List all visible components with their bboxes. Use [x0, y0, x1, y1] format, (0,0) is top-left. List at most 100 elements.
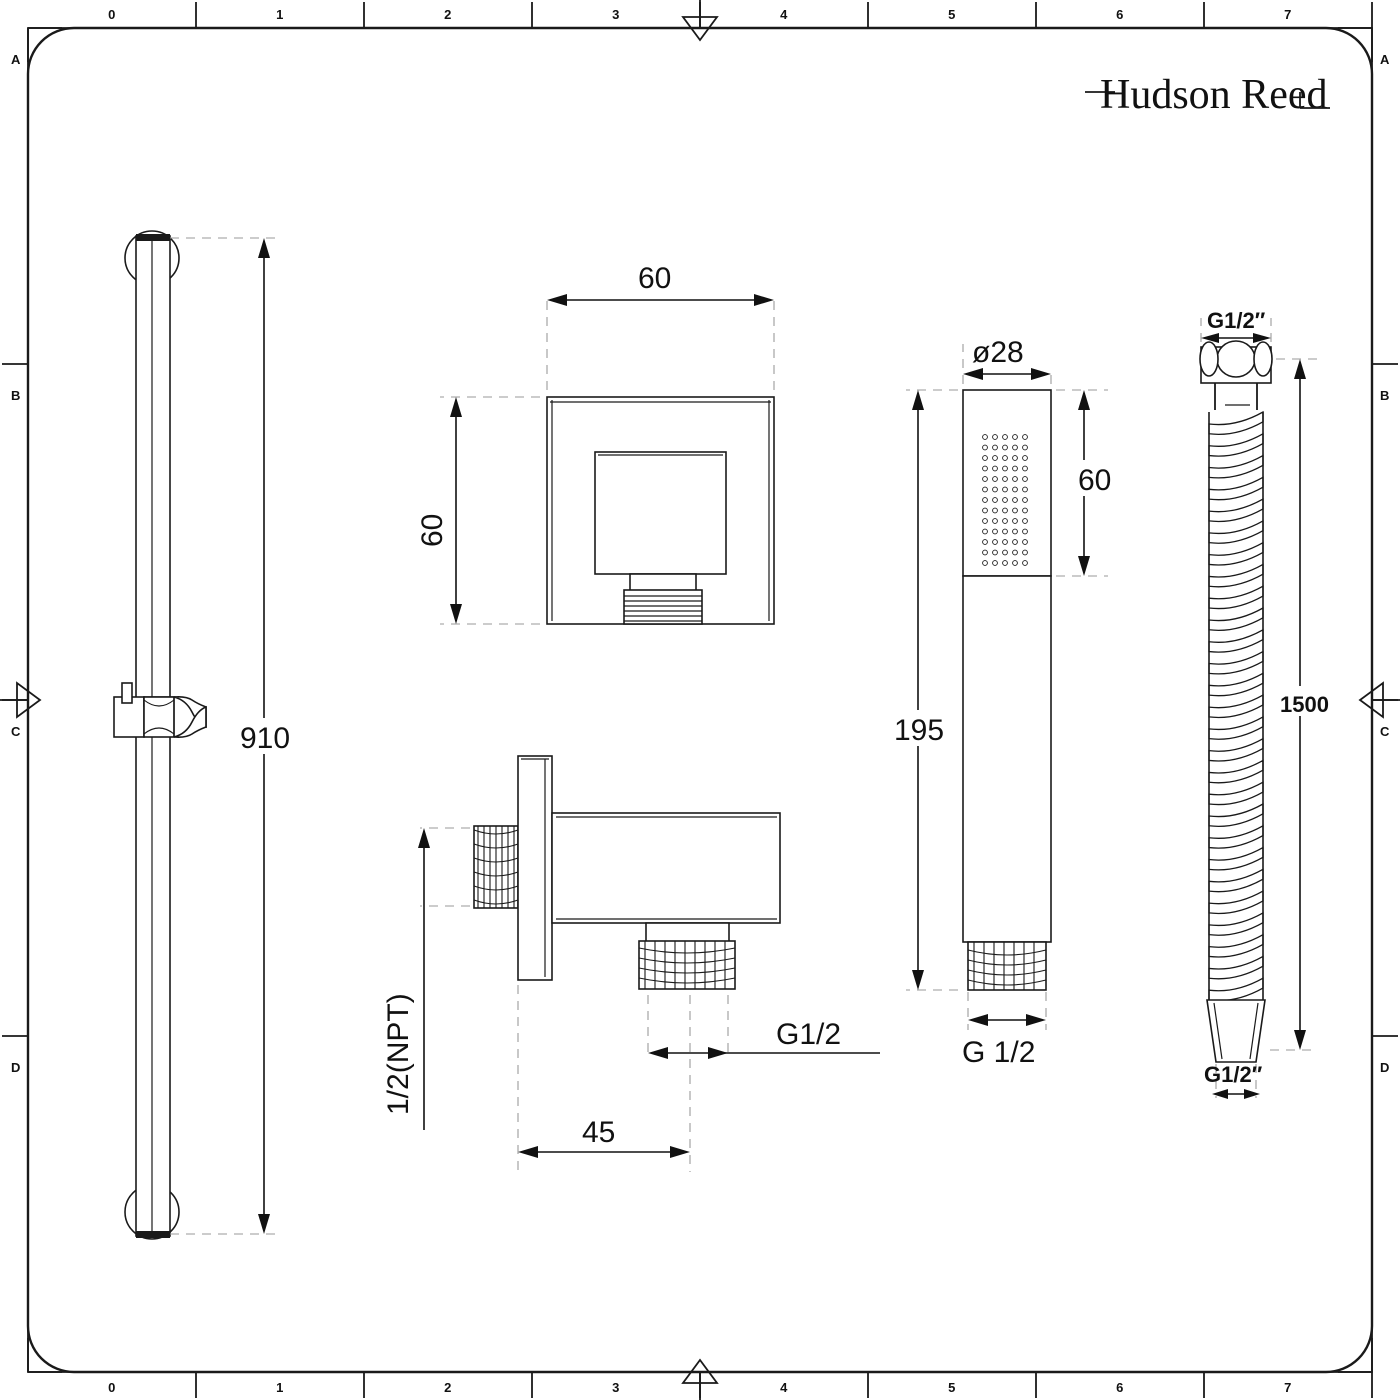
hose-coil-turn [1208, 933, 1264, 958]
zone-letter-left: B [11, 388, 21, 403]
spray-hole [1012, 465, 1018, 472]
spray-hole [992, 560, 998, 566]
spray-hole [1022, 486, 1028, 493]
spray-hole [992, 444, 998, 451]
spray-hole [992, 497, 998, 503]
hose-coil-turn [1208, 497, 1264, 523]
ruler-number-top: 2 [444, 7, 452, 22]
part-wall-outlet-front: 60 60 [412, 258, 775, 625]
ruler-number-bottom: 1 [276, 1380, 284, 1395]
spray-hole [982, 486, 988, 493]
center-mark-bottom [681, 1358, 719, 1400]
hose-coil-turn [1208, 476, 1264, 501]
hose-coil-turn [1208, 563, 1264, 588]
hose-coil-turn [1208, 889, 1264, 915]
dimension-label-npt: 1/2(NPT) [382, 993, 415, 1115]
zone-letter-left: A [11, 52, 21, 67]
spray-hole [1012, 476, 1018, 482]
spray-hole [992, 507, 998, 514]
spray-hole [992, 465, 998, 472]
spray-hole [1002, 444, 1008, 451]
dimension-label-g12-hose-bottom: G1/2″ [1204, 1062, 1263, 1087]
zone-letter-left: C [11, 724, 21, 739]
zone-letter-right: C [1380, 724, 1390, 739]
dimension-label-g12-outlet: G1/2 [776, 1018, 841, 1051]
spray-hole [1022, 560, 1028, 566]
spray-hole [992, 528, 998, 535]
ruler-number-bottom: 0 [108, 1380, 116, 1395]
side-outlet-thread [638, 940, 736, 990]
spray-hole [1022, 528, 1028, 535]
spray-hole [1012, 560, 1018, 566]
spray-hole [982, 476, 988, 482]
spray-hole [992, 455, 998, 461]
handset-thread [967, 941, 1047, 991]
spray-hole [1012, 528, 1018, 535]
dimension-label-195: 195 [894, 714, 944, 747]
hose-coil-turn [1208, 541, 1264, 566]
spray-hole [982, 549, 988, 556]
ruler-number-top: 5 [948, 7, 956, 22]
ruler-number-top: 7 [1284, 7, 1292, 22]
spray-hole [982, 560, 988, 566]
spray-hole [1022, 539, 1028, 545]
spray-hole [992, 434, 998, 440]
spray-hole [1002, 497, 1008, 503]
slide-rail-bracket [113, 682, 207, 738]
spray-hole [1022, 444, 1028, 451]
hose-coil-turn [1208, 824, 1264, 849]
hose-coil-turn [1208, 781, 1264, 806]
hose-coil-turn [1208, 432, 1264, 457]
center-mark-top [681, 0, 719, 42]
spray-hole [1002, 455, 1008, 461]
hose-coil-turn [1208, 846, 1264, 871]
ruler-number-bottom: 7 [1284, 1380, 1292, 1395]
ruler-number-top: 1 [276, 7, 284, 22]
hose-coil-turn [1208, 410, 1264, 435]
hose-bottom-cone [1206, 999, 1266, 1063]
dimension-label-1500: 1500 [1280, 692, 1329, 717]
dimension-label-60-head: 60 [1078, 464, 1111, 497]
spray-hole [1012, 549, 1018, 556]
spray-hole [1002, 507, 1008, 514]
spray-hole [992, 476, 998, 482]
hose-coil-turn [1208, 955, 1264, 980]
spray-hole [1002, 486, 1008, 493]
dimension-label-g12-handset: G 1/2 [962, 1036, 1035, 1069]
spray-hole [982, 539, 988, 545]
hose-coil-turn [1208, 802, 1264, 827]
spray-hole [1012, 497, 1018, 503]
hose-top-nut [1199, 340, 1273, 384]
front-thread [623, 589, 703, 625]
hose-coil-turn [1208, 759, 1264, 784]
spray-hole [992, 539, 998, 545]
part-slide-rail: 910 [113, 230, 304, 1240]
drawing-frame [26, 26, 1374, 1374]
ruler-number-bottom: 5 [948, 1380, 956, 1395]
ruler-number-top: 4 [780, 7, 788, 22]
spray-hole [1012, 455, 1018, 461]
spray-hole [1012, 518, 1018, 524]
spray-hole [982, 528, 988, 535]
center-mark-right [1358, 681, 1400, 719]
zone-letter-right: D [1380, 1060, 1390, 1075]
spray-hole [1002, 434, 1008, 440]
spray-hole [1022, 518, 1028, 524]
ruler-number-top: 0 [108, 7, 116, 22]
dimension-label-g12-hose-top: G1/2″ [1207, 308, 1266, 333]
brand-name-text: Hudson Reed [1100, 72, 1327, 118]
spray-hole [1012, 486, 1018, 493]
hose-coil-turn [1208, 715, 1264, 740]
zone-letter-right: B [1380, 388, 1390, 403]
spray-hole [1022, 549, 1028, 556]
hose-coil-turn [1208, 650, 1264, 675]
dimension-label-60-height: 60 [416, 514, 449, 547]
hose-coil-turn [1208, 737, 1264, 762]
ruler-number-top: 3 [612, 7, 620, 22]
spray-hole [982, 455, 988, 461]
